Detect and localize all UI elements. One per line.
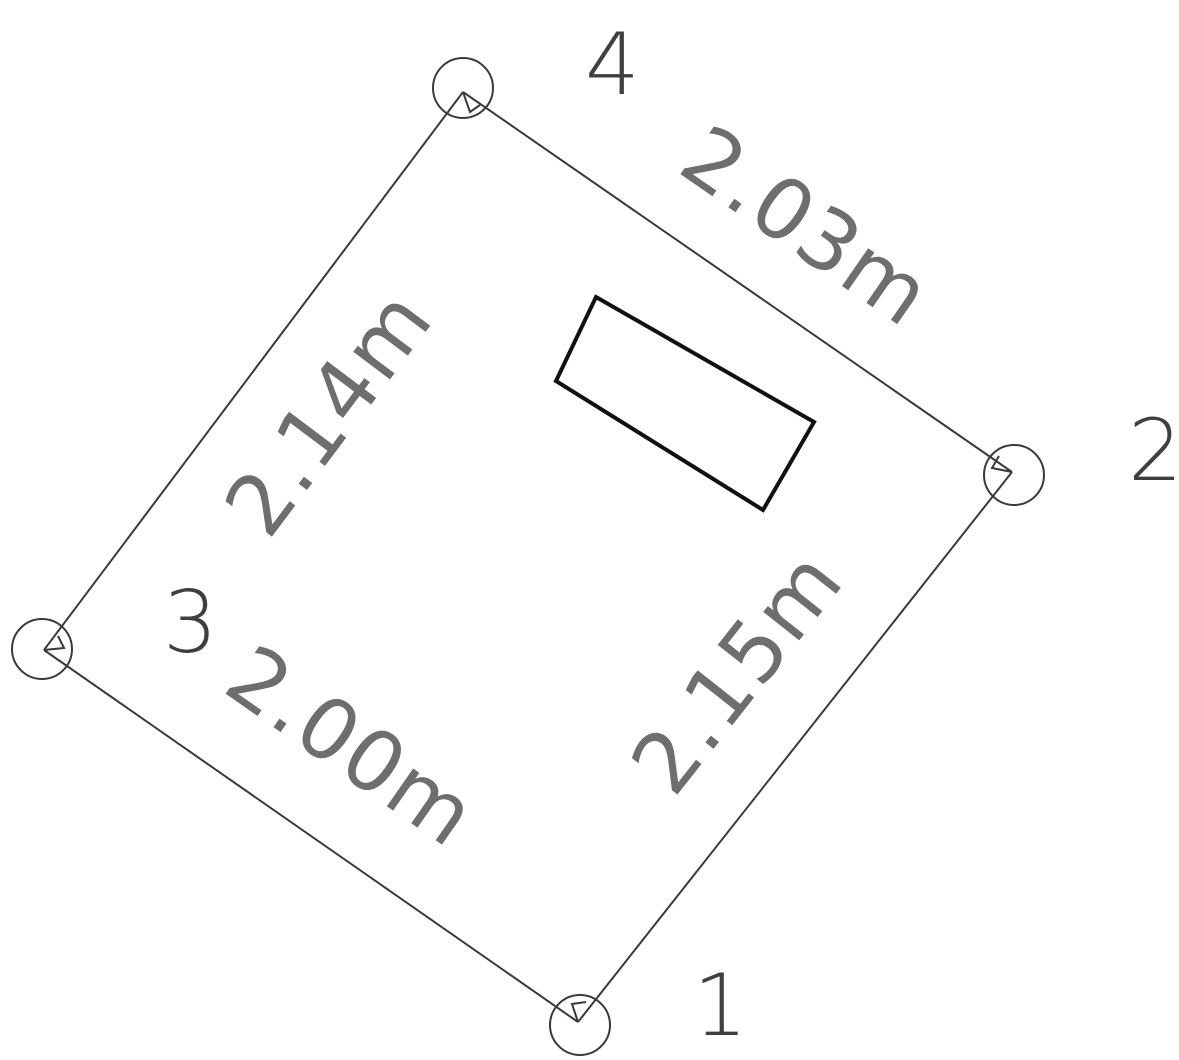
dimension-label-3-1: 2.00m	[209, 626, 494, 866]
interior-rectangle	[553, 294, 817, 513]
dimension-label-4-3: 2.14m	[206, 272, 452, 554]
point-label-2: 2	[1128, 401, 1179, 501]
point-labels: 4 2 3 1	[163, 15, 1179, 1056]
point-label-3: 3	[163, 573, 218, 673]
edge-1-2	[577, 471, 1013, 1023]
edge-3-1	[43, 649, 579, 1023]
point-label-4: 4	[585, 15, 640, 115]
dimension-labels: 2.03m 2.14m 2.00m 2.15m	[206, 106, 949, 866]
corner-ticks	[43, 91, 1013, 1023]
point-marker-3	[11, 618, 73, 680]
dimension-label-2-4: 2.03m	[664, 106, 949, 345]
edge-4-3	[43, 91, 464, 651]
point-markers	[11, 57, 1045, 1056]
corner-tick-3	[43, 635, 66, 651]
dimension-label-1-2: 2.15m	[612, 532, 862, 812]
corner-tick-1	[570, 1001, 587, 1023]
corner-tick-4	[462, 91, 481, 114]
edge-2-4	[462, 91, 1013, 473]
point-marker-1	[549, 994, 611, 1056]
point-label-1: 1	[693, 956, 748, 1056]
point-marker-4	[432, 57, 494, 119]
corner-tick-2	[990, 455, 1013, 473]
point-marker-2	[983, 444, 1045, 506]
plot-outline	[43, 91, 1013, 1023]
